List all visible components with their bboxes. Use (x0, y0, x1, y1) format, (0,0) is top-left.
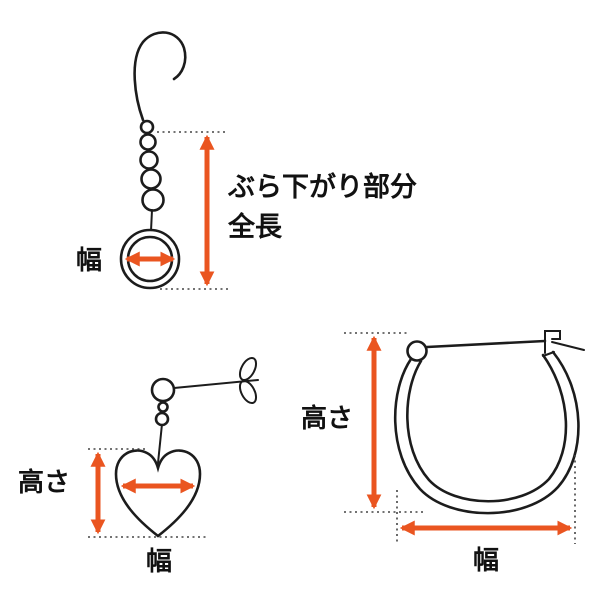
bead (139, 150, 159, 170)
hoop-pin (425, 339, 547, 349)
hoop-end-join (542, 351, 555, 357)
bead (157, 401, 169, 413)
heart-stud-earring-illustration (114, 356, 259, 538)
bead (154, 411, 170, 427)
hoop-outer-edge (393, 350, 580, 515)
heart-width-label: 幅 (146, 547, 173, 577)
bead (140, 168, 162, 190)
heart-measurement-guides (88, 448, 206, 538)
hook-dangle-earring-illustration (119, 31, 187, 290)
bead-connector (150, 209, 153, 232)
hoop-inner-edge (406, 353, 568, 503)
dangle-measurement-guides (124, 131, 228, 290)
dangle-width-label: 幅 (76, 246, 103, 276)
ear-hook-wire (133, 31, 187, 122)
butterfly-back-upper-wing (238, 356, 258, 382)
connector-loop (139, 119, 155, 135)
bead (141, 188, 165, 212)
hoop-earring-illustration (393, 330, 585, 515)
bead (139, 133, 157, 151)
heart-height-label: 高さ (18, 468, 71, 498)
bead-connector (157, 423, 163, 464)
stud-ball (150, 377, 176, 403)
hanging-part-label: ぶら下がり部分 (228, 172, 417, 203)
hoop-height-label: 高さ (301, 404, 354, 434)
pin-tail (551, 341, 585, 351)
clasp-catch (544, 330, 561, 354)
butterfly-back-lower-wing (238, 379, 258, 405)
total-length-label: 全長 (228, 212, 282, 243)
hinge-ring (406, 340, 428, 362)
hoop-width-label: 幅 (473, 546, 500, 576)
hoop-measurement-guides (344, 332, 576, 544)
